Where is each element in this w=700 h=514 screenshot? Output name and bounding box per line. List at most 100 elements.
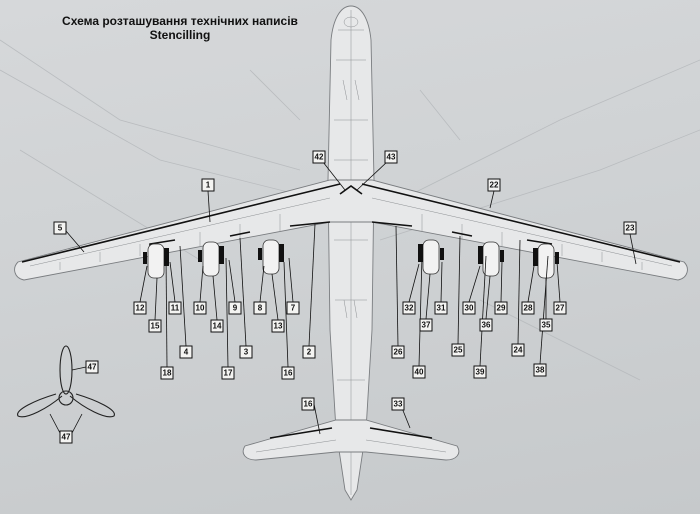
leader-line	[139, 265, 148, 303]
leader-line	[313, 403, 321, 435]
callout-43: 43	[384, 150, 398, 164]
svg-text:16: 16	[304, 400, 313, 409]
svg-text:35: 35	[542, 321, 551, 330]
callout-25: 25	[451, 343, 465, 357]
svg-text:29: 29	[497, 304, 506, 313]
leader-line	[212, 275, 218, 321]
callout-18: 18	[160, 366, 174, 380]
svg-text:28: 28	[524, 304, 533, 313]
svg-text:33: 33	[394, 400, 403, 409]
leader-line	[395, 225, 399, 347]
callout-47-bottom: 47	[59, 430, 73, 444]
callout-7: 7	[286, 301, 300, 315]
svg-text:31: 31	[437, 304, 446, 313]
fuselage	[327, 5, 375, 501]
callout-30: 30	[462, 301, 476, 315]
svg-text:36: 36	[482, 321, 491, 330]
leader-line	[356, 161, 388, 191]
leader-line	[65, 230, 85, 253]
leader-line	[169, 261, 176, 303]
leader-line	[49, 413, 61, 434]
svg-text:5: 5	[58, 224, 63, 233]
leader-line	[322, 161, 346, 191]
callout-33: 33	[391, 397, 405, 411]
leader-line	[225, 257, 229, 368]
svg-text:37: 37	[422, 321, 431, 330]
leader-line	[418, 255, 423, 367]
svg-text:12: 12	[136, 304, 145, 313]
nacelle-left-mid	[198, 241, 224, 277]
callout-12: 12	[133, 301, 147, 315]
diagram-title: Схема розташування технічних написів Ste…	[0, 14, 360, 42]
leader-line	[485, 275, 491, 320]
callout-1: 1	[201, 178, 215, 192]
leader-line	[271, 273, 279, 321]
callout-8: 8	[253, 301, 267, 315]
callout-16: 16	[281, 366, 295, 380]
leader-line	[440, 261, 443, 303]
leader-line	[517, 239, 521, 345]
leader-line	[71, 413, 83, 434]
svg-text:9: 9	[233, 304, 238, 313]
callout-26: 26	[391, 345, 405, 359]
callout-28: 28	[521, 301, 535, 315]
leader-line	[283, 261, 289, 368]
leader-line	[500, 261, 503, 303]
main-wing	[14, 179, 688, 281]
callout-39: 39	[473, 365, 487, 379]
leader-line	[239, 237, 247, 347]
svg-text:13: 13	[274, 322, 283, 331]
callout-17: 17	[221, 366, 235, 380]
leader-line	[71, 366, 87, 371]
svg-text:39: 39	[476, 368, 485, 377]
svg-text:10: 10	[196, 304, 205, 313]
leader-line	[408, 263, 420, 303]
svg-text:14: 14	[213, 322, 222, 331]
callout-27: 27	[553, 301, 567, 315]
leader-line	[489, 190, 495, 209]
callout-10: 10	[193, 301, 207, 315]
leader-line	[179, 245, 187, 347]
callout-38: 38	[533, 363, 547, 377]
leader-line	[308, 223, 316, 347]
leader-line	[228, 259, 236, 303]
leader-line	[539, 255, 549, 365]
callout-40: 40	[412, 365, 426, 379]
callout-13: 13	[271, 319, 285, 333]
svg-text:3: 3	[244, 348, 249, 357]
leader-line	[165, 255, 168, 368]
callout-9: 9	[228, 301, 242, 315]
horizontal-tail	[242, 419, 460, 461]
callout-36: 36	[479, 318, 493, 332]
leader-line	[207, 190, 211, 223]
svg-text:38: 38	[536, 366, 545, 375]
callout-5: 5	[53, 221, 67, 235]
callout-35: 35	[539, 318, 553, 332]
nacelle-right-inner	[418, 239, 444, 275]
nacelle-right-outer	[533, 243, 559, 279]
svg-text:25: 25	[454, 346, 463, 355]
svg-text:8: 8	[258, 304, 263, 313]
leader-line	[288, 257, 294, 303]
callout-16-tail: 16	[301, 397, 315, 411]
svg-text:23: 23	[626, 224, 635, 233]
svg-text:26: 26	[394, 348, 403, 357]
leader-line	[479, 255, 487, 367]
svg-text:22: 22	[490, 181, 499, 190]
callout-15: 15	[148, 319, 162, 333]
callout-47-top: 47	[85, 360, 99, 374]
svg-text:4: 4	[184, 348, 189, 357]
leader-line	[556, 261, 561, 303]
svg-text:47: 47	[62, 433, 71, 442]
leader-line	[527, 265, 535, 303]
svg-text:18: 18	[163, 369, 172, 378]
callout-24: 24	[511, 343, 525, 357]
callout-3: 3	[239, 345, 253, 359]
svg-text:16: 16	[284, 369, 293, 378]
callout-23: 23	[623, 221, 637, 235]
svg-text:47: 47	[88, 363, 97, 372]
callout-11: 11	[168, 301, 182, 315]
svg-text:27: 27	[556, 304, 565, 313]
svg-text:15: 15	[151, 322, 160, 331]
